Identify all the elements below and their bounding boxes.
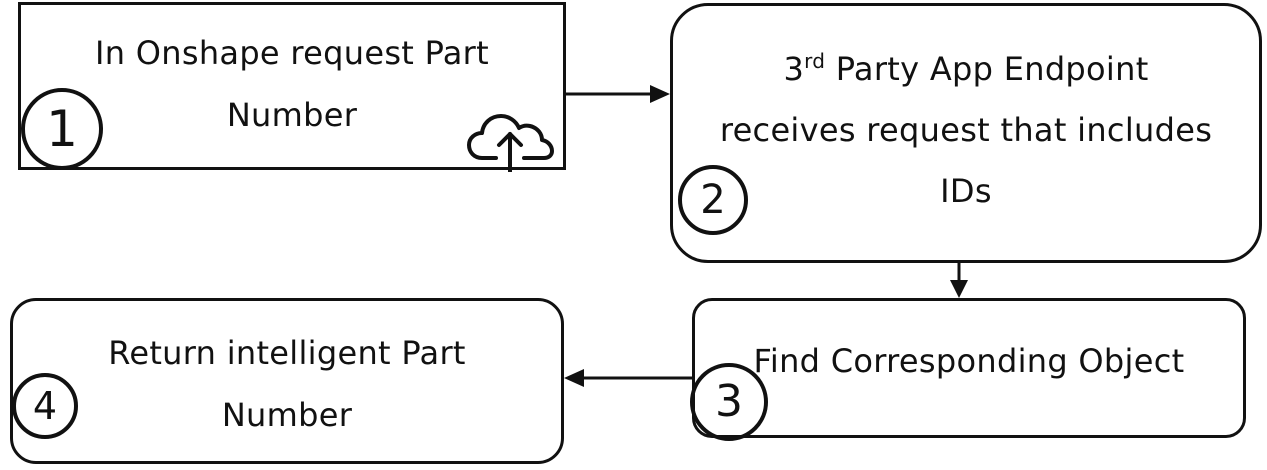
step-2-label-line1: 3rd Party App Endpoint: [673, 39, 1259, 100]
step-3-badge: 3: [690, 363, 768, 441]
arrow-3-to-4: [564, 369, 692, 387]
step-2-ordinal-suffix: rd: [804, 49, 826, 73]
step-2-label-rest: Party App Endpoint: [825, 50, 1149, 88]
step-2-box: 3rd Party App Endpoint receives request …: [670, 3, 1262, 263]
step-2-label-line2: receives request that includes: [719, 111, 1213, 149]
step-4-label-line2: Number: [221, 396, 353, 434]
step-4-badge: 4: [12, 373, 78, 439]
arrow-2-to-3: [950, 263, 968, 298]
cloud-upload-icon: [467, 114, 554, 172]
step-1-badge: 1: [21, 88, 103, 170]
step-1-label-line2: Number: [226, 96, 358, 134]
step-3-box: Find Corresponding Object: [692, 298, 1246, 438]
step-3-label: Find Corresponding Object: [753, 342, 1185, 380]
step-2-ordinal: 3: [783, 50, 805, 88]
step-4-label-line1: Return intelligent Part: [108, 334, 466, 372]
step-1-label-line1: In Onshape request Part: [95, 34, 489, 72]
step-1-box: In Onshape request Part Number: [18, 2, 566, 170]
step-2-label-line3: IDs: [940, 172, 992, 210]
step-4-box: Return intelligent Part Number: [10, 298, 564, 464]
arrow-1-to-2: [566, 85, 670, 103]
step-2-badge: 2: [678, 165, 748, 235]
